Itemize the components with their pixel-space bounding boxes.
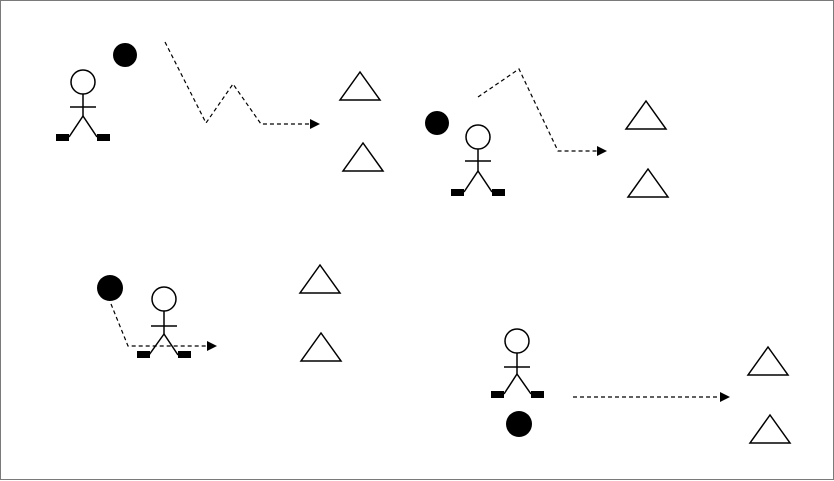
player-icon [56, 70, 110, 141]
cone-icon [628, 169, 668, 197]
panel-4 [491, 329, 790, 443]
cone-icon [340, 72, 380, 100]
ball-icon [113, 43, 137, 67]
ball-icon [506, 411, 532, 437]
ball-icon [425, 111, 449, 135]
panel-1 [56, 42, 383, 171]
panel-3 [97, 265, 341, 361]
dribble-path [478, 69, 605, 151]
cone-icon [300, 265, 340, 293]
ball-icon [97, 275, 123, 301]
panel-2 [425, 69, 668, 197]
dribble-path [165, 42, 318, 124]
cone-icon [301, 333, 341, 361]
player-icon [491, 329, 544, 398]
cone-icon [626, 101, 666, 129]
player-icon [137, 287, 191, 358]
player-icon [451, 125, 505, 196]
cone-icon [343, 143, 383, 171]
cone-icon [748, 347, 788, 375]
cone-icon [750, 415, 790, 443]
